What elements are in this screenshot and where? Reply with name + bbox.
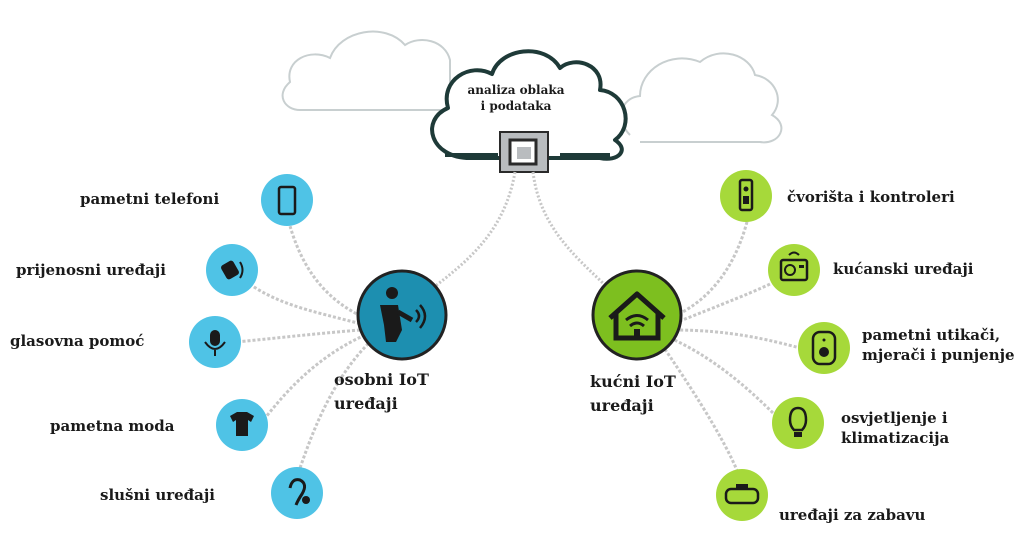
personal-device-label-smartphone: pametni telefoni bbox=[80, 190, 220, 208]
home-device-label-plugs: pametni utikači, mjerači i punjenje bbox=[862, 325, 1015, 365]
person-waves-icon bbox=[380, 287, 427, 342]
lighting-node bbox=[772, 397, 824, 449]
home-device-label-appliances-line1: kućanski uređaji bbox=[833, 260, 974, 278]
microphone-icon bbox=[204, 330, 226, 356]
home-device-label-hubs: čvorišta i kontroleri bbox=[787, 187, 955, 207]
wearable-node bbox=[206, 244, 258, 296]
main-cloud bbox=[430, 49, 628, 161]
tshirt-icon bbox=[230, 412, 254, 436]
personal-device-label-wearable: prijenosni uređaji bbox=[16, 261, 166, 279]
personal-device-label-hearing: slušni uređaji bbox=[100, 486, 216, 504]
home-hub-label-line2: uređaji bbox=[590, 396, 654, 415]
smart-plug-node bbox=[798, 322, 850, 374]
appliance-icon bbox=[779, 251, 809, 282]
background-cloud-right bbox=[620, 52, 783, 144]
hearing-node bbox=[271, 467, 323, 519]
home-device-label-appliances: kućanski uređaji bbox=[833, 259, 974, 279]
smartphone-node bbox=[261, 174, 313, 226]
home-device-label-entertainment-line1: uređaji za zabavu bbox=[779, 506, 926, 524]
cloud-label: analiza oblaka i podataka bbox=[451, 82, 581, 114]
home-device-label-entertainment: uređaji za zabavu bbox=[779, 505, 925, 525]
appliance-node bbox=[768, 244, 820, 296]
home-device-label-lighting-line2: klimatizacija bbox=[841, 429, 950, 447]
personal-device-label-voice: glasovna pomoć bbox=[10, 332, 145, 350]
home-device-label-hubs-line1: čvorišta i kontroleri bbox=[787, 188, 955, 206]
hub-controller-node bbox=[720, 170, 772, 222]
cloud-label-line2: i podataka bbox=[480, 99, 552, 113]
home-device-label-plugs-line2: mjerači i punjenje bbox=[862, 346, 1015, 364]
hearing-icon bbox=[288, 478, 310, 506]
home-wifi-icon bbox=[608, 291, 666, 341]
smart-plug-icon bbox=[811, 330, 837, 366]
home-device-label-lighting-line1: osvjetljenje i bbox=[841, 409, 948, 427]
personal-hub-label-line1: osobni IoT bbox=[334, 370, 429, 389]
entertainment-node bbox=[716, 469, 768, 521]
home-device-label-lighting: osvjetljenje i klimatizacija bbox=[841, 408, 949, 448]
smartphone-icon bbox=[277, 185, 297, 216]
lightbulb-icon bbox=[788, 406, 808, 437]
vr-headset-icon bbox=[724, 484, 760, 505]
home-device-label-plugs-line1: pametni utikači, bbox=[862, 326, 1001, 344]
fashion-node bbox=[216, 399, 268, 451]
wearable-icon bbox=[221, 260, 244, 280]
cloud-label-line1: analiza oblaka bbox=[467, 83, 565, 97]
hub-controller-icon bbox=[738, 178, 754, 212]
personal-hub-label-line2: uređaji bbox=[334, 394, 398, 413]
personal-hub-label: osobni IoT uređaji bbox=[334, 368, 429, 416]
personal-device-label-fashion: pametna moda bbox=[50, 417, 175, 435]
home-hub-label: kućni IoT uređaji bbox=[590, 370, 676, 418]
voice-node bbox=[189, 316, 241, 368]
background-cloud-left bbox=[281, 30, 451, 111]
home-hub-label-line1: kućni IoT bbox=[590, 372, 676, 391]
